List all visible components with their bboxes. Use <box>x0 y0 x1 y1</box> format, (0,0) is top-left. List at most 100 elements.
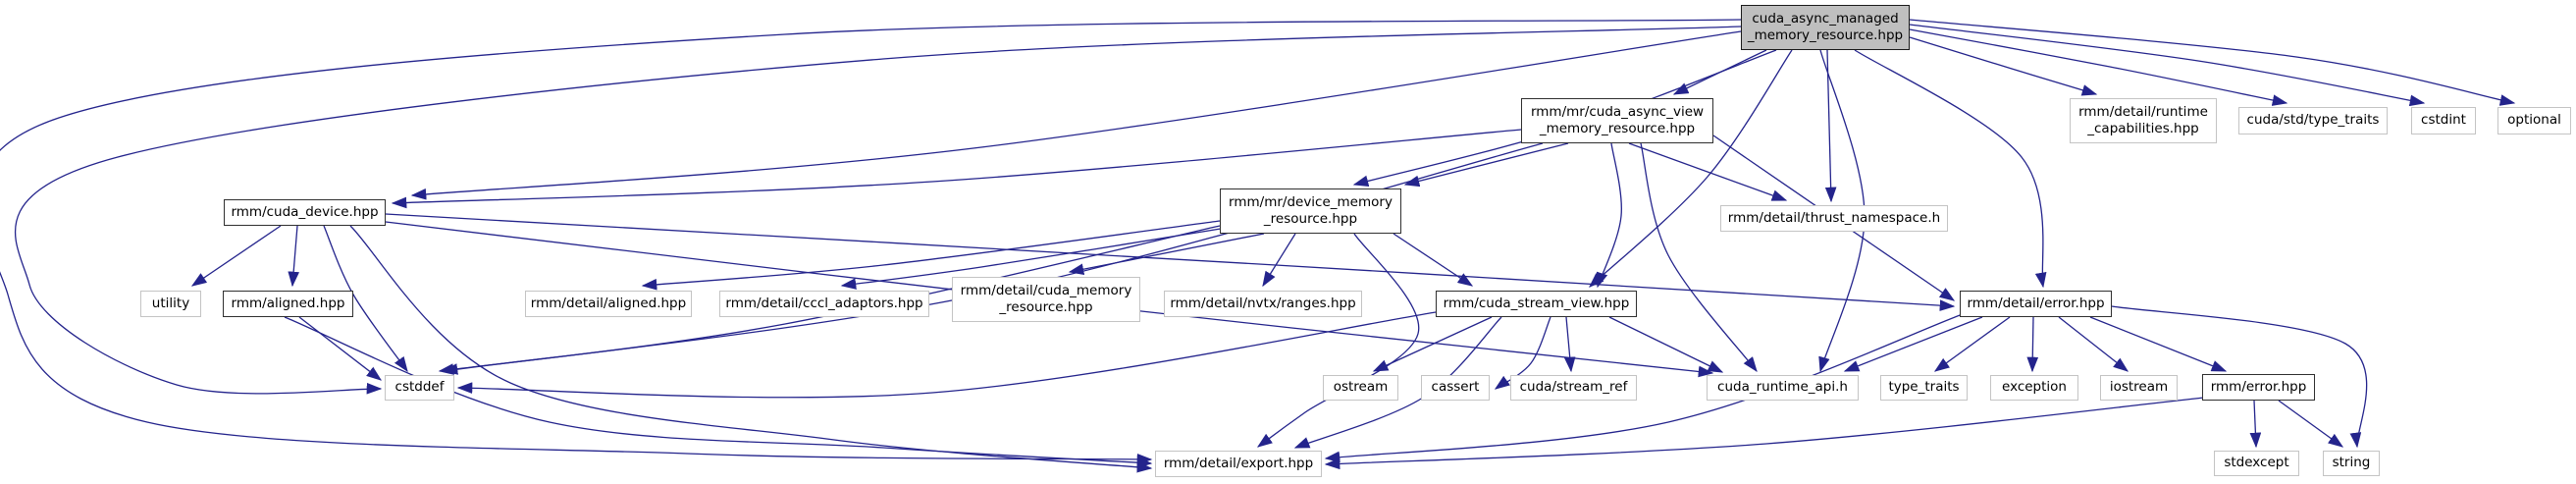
graph-node-thrust_ns: rmm/detail/thrust_namespace.h <box>1720 205 1948 232</box>
edge-cuda_device-to-utility <box>190 225 282 287</box>
edge-stream_view-to-cstddef <box>456 311 1437 399</box>
graph-node-label: cassert <box>1431 379 1480 396</box>
graph-node-cccl_adaptors: rmm/detail/cccl_adaptors.hpp <box>719 291 929 317</box>
graph-node-cuda_runtime: cuda_runtime_api.h <box>1707 375 1859 401</box>
edge-root-to-stream_view <box>1589 49 1793 288</box>
edge-detail_error-to-export <box>1324 313 1964 463</box>
graph-node-label: rmm/detail/error.hpp <box>1967 295 2105 311</box>
graph-node-label: stdexcept <box>2224 455 2289 471</box>
edge-root-to-thrust_ns <box>1824 49 1837 203</box>
graph-node-aligned[interactable]: rmm/aligned.hpp <box>223 291 353 317</box>
graph-node-cuda_std_type_traits: cuda/std/type_traits <box>2238 107 2388 134</box>
graph-node-nvtx_ranges: rmm/detail/nvtx/ranges.hpp <box>1164 291 1362 317</box>
edge-error-to-export <box>1324 397 2205 470</box>
edge-detail_error-to-cuda_runtime <box>1843 316 1983 372</box>
graph-node-label: cuda_async_managed <box>1752 10 1899 27</box>
graph-node-label: rmm/detail/export.hpp <box>1163 455 1314 471</box>
graph-node-label: rmm/detail/nvtx/ranges.hpp <box>1170 295 1356 311</box>
graph-node-label: rmm/error.hpp <box>2210 378 2307 395</box>
edge-aligned-to-export <box>284 316 1153 469</box>
graph-node-utility: utility <box>140 291 201 317</box>
edge-detail_error-to-error <box>2089 316 2228 372</box>
edge-cuda_device-to-cstddef <box>323 225 408 373</box>
graph-node-async_view[interactable]: rmm/mr/cuda_async_view_memory_resource.h… <box>1521 98 1713 143</box>
graph-node-stream_view[interactable]: rmm/cuda_stream_view.hpp <box>1436 291 1637 317</box>
edge-root-to-export <box>0 19 1742 465</box>
graph-node-iostream: iostream <box>2100 375 2178 401</box>
graph-node-cstddef: cstddef <box>385 375 454 401</box>
graph-node-cstdint: cstdint <box>2411 107 2476 134</box>
graph-node-ostream: ostream <box>1323 375 1398 401</box>
edge-device_mr-to-nvtx_ranges <box>1262 233 1296 288</box>
graph-node-label: cstddef <box>394 379 445 396</box>
graph-node-label: rmm/detail/thrust_namespace.h <box>1727 209 1941 226</box>
graph-node-label: cuda/std/type_traits <box>2246 112 2380 129</box>
graph-node-label: rmm/mr/cuda_async_view <box>1530 103 1705 120</box>
edge-device_mr-to-stream_view <box>1393 233 1474 287</box>
graph-node-device_mr[interactable]: rmm/mr/device_memory_resource.hpp <box>1220 188 1401 234</box>
graph-node-label: string <box>2332 455 2371 471</box>
graph-node-label: iostream <box>2109 379 2169 396</box>
edge-device_mr-to-cuda_mem_res <box>1068 233 1265 275</box>
edge-detail_error-to-iostream <box>2058 316 2129 372</box>
graph-node-root: cuda_async_managed_memory_resource.hpp <box>1741 5 1910 50</box>
edge-async_view-to-thrust_ns <box>1628 142 1788 201</box>
edge-async_view-to-cuda_runtime <box>1640 142 1758 373</box>
graph-node-label: rmm/detail/cccl_adaptors.hpp <box>725 295 923 311</box>
edge-detail_error-to-type_traits <box>1933 316 2011 372</box>
edge-root-to-cuda_device <box>410 30 1742 200</box>
graph-node-label: _resource.hpp <box>999 299 1093 315</box>
edge-root-to-optional <box>1909 19 2516 106</box>
edge-root-to-cstddef <box>14 26 1742 395</box>
graph-node-exception: exception <box>1990 375 2078 401</box>
edge-cuda_device-to-aligned <box>288 225 299 288</box>
edge-stream_view-to-stream_ref <box>1563 316 1576 373</box>
graph-node-label: cuda_runtime_api.h <box>1717 379 1848 396</box>
edge-device_mr-to-detail_aligned <box>641 220 1221 291</box>
graph-node-stdexcept: stdexcept <box>2214 451 2299 476</box>
graph-node-runtime_cap: rmm/detail/runtime_capabilities.hpp <box>2070 98 2217 143</box>
graph-node-cuda_device[interactable]: rmm/cuda_device.hpp <box>224 199 386 226</box>
graph-node-cassert: cassert <box>1421 375 1490 401</box>
graph-node-label: rmm/aligned.hpp <box>231 295 345 311</box>
graph-node-label: _resource.hpp <box>1263 211 1358 227</box>
graph-node-optional: optional <box>2497 107 2571 134</box>
graph-node-label: rmm/detail/aligned.hpp <box>530 295 687 311</box>
edge-stream_view-to-cuda_runtime <box>1608 316 1724 373</box>
edge-error-to-stdexcept <box>2249 400 2262 449</box>
edge-async_view-to-stream_view <box>1596 142 1622 289</box>
edge-async_view-to-cuda_device <box>391 129 1522 209</box>
graph-node-stream_ref: cuda/stream_ref <box>1510 375 1637 401</box>
edge-cuda_device-to-detail_error <box>385 213 1956 311</box>
graph-node-label: cstdint <box>2421 112 2466 129</box>
graph-node-error[interactable]: rmm/error.hpp <box>2202 374 2315 401</box>
graph-node-detail_aligned: rmm/detail/aligned.hpp <box>525 291 692 317</box>
graph-node-label: rmm/detail/runtime <box>2078 103 2208 120</box>
graph-node-label: _memory_resource.hpp <box>1539 121 1696 136</box>
graph-node-label: rmm/cuda_stream_view.hpp <box>1443 295 1630 311</box>
graph-node-label: rmm/cuda_device.hpp <box>231 203 379 220</box>
graph-node-label: rmm/detail/cuda_memory <box>960 282 1132 298</box>
graph-node-label: _memory_resource.hpp <box>1747 27 1904 43</box>
edge-root-to-detail_error <box>1854 49 2047 289</box>
graph-node-type_traits: type_traits <box>1880 375 1968 401</box>
graph-node-export: rmm/detail/export.hpp <box>1155 451 1322 477</box>
edge-async_view-to-device_mr <box>1403 142 1569 188</box>
edge-aligned-to-cstddef <box>298 316 383 381</box>
edge-device_mr-to-cstddef <box>438 225 1221 375</box>
edge-cuda_device-to-export <box>349 225 1153 473</box>
edge-detail_error-to-exception <box>2026 316 2039 373</box>
graph-node-label: type_traits <box>1888 379 1960 396</box>
graph-node-label: exception <box>2002 379 2067 396</box>
graph-node-string: string <box>2323 451 2380 476</box>
graph-node-cuda_mem_res: rmm/detail/cuda_memory_resource.hpp <box>952 277 1140 322</box>
graph-node-detail_error[interactable]: rmm/detail/error.hpp <box>1960 291 2112 317</box>
graph-node-label: utility <box>151 295 190 311</box>
graph-node-label: optional <box>2507 112 2561 129</box>
edge-error-to-string <box>2278 400 2344 448</box>
edge-detail_error-to-string <box>2111 305 2368 449</box>
edge-root-to-runtime_cap <box>1909 36 2098 96</box>
graph-node-label: _capabilities.hpp <box>2087 121 2199 136</box>
